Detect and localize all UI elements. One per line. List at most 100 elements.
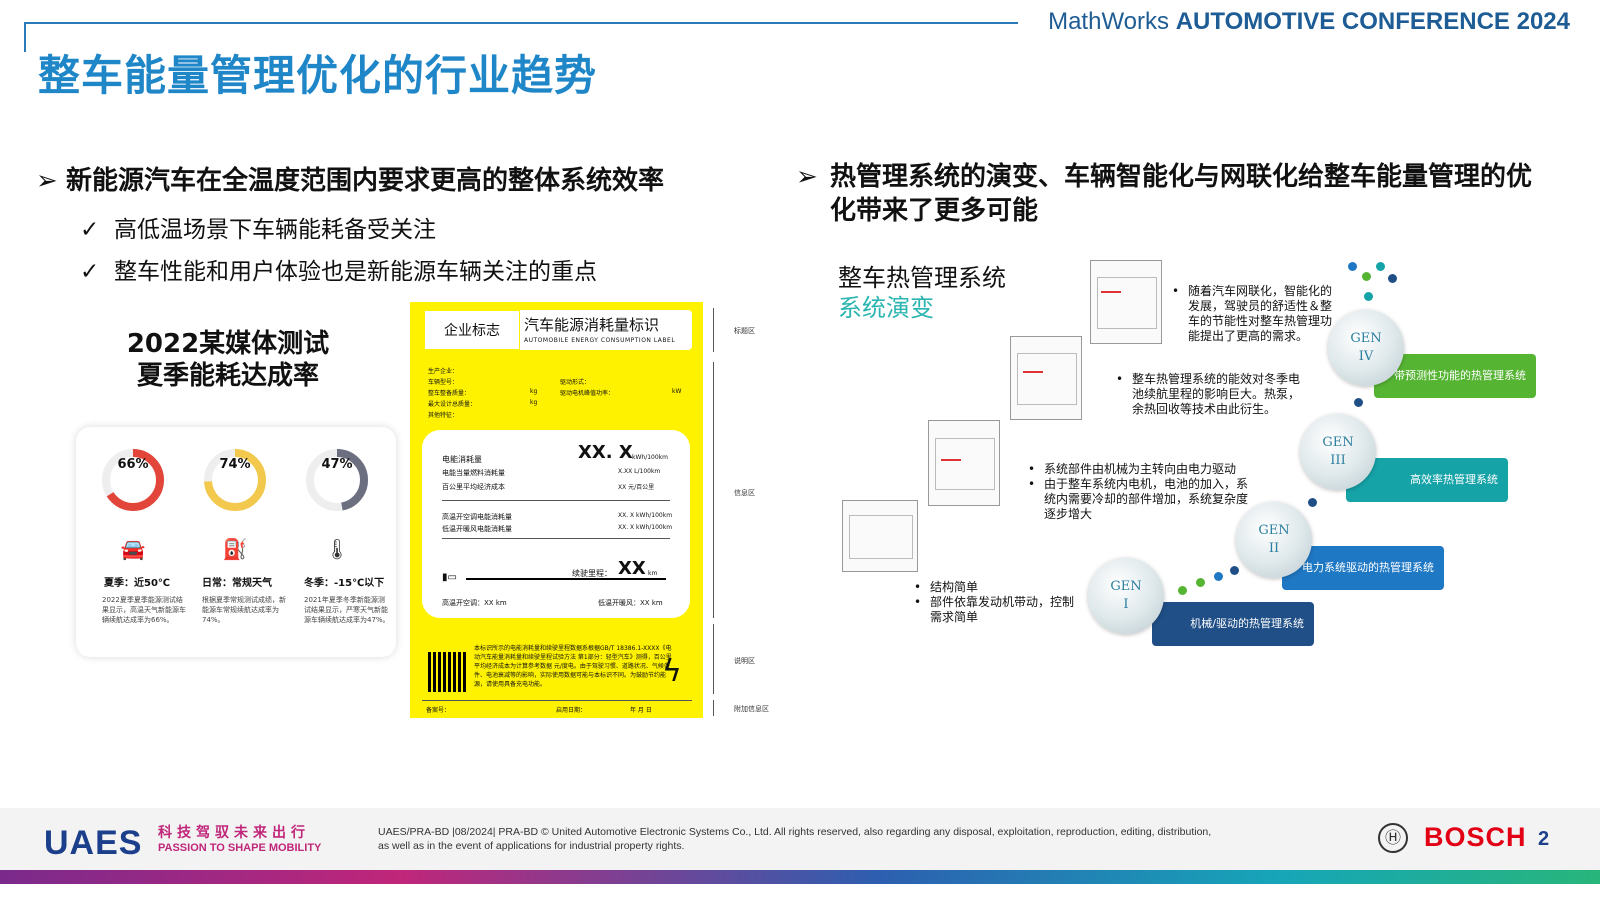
bosch-armature-icon: Ⓗ [1378,823,1408,853]
gen3-points: 整车热管理系统的能效对冬季电池续航里程的影响巨大。热泵，余热回收等技术由此衍生。 [1114,372,1304,417]
label-cold-range: 低温开暖风：XX km [598,599,663,607]
check-icon: ✓ [80,217,100,243]
left-bullet: ✓高低温场景下车辆能耗备受关注 [80,217,436,243]
label-field: 生产企业： [428,368,459,375]
arrow-bullet-icon: ➢ [36,166,58,196]
check-icon: ✓ [80,259,100,285]
battery-icon: ▮▭ [442,572,457,583]
label-range-unit: km [648,570,658,577]
thermometer-icon: 🌡 [324,537,350,561]
gen-point: 由于整车系统内电机，电池的加入，系统内需要冷却的部件增加，系统复杂度逐步增大 [1026,477,1258,522]
label-row-key: 高温开空调电能消耗量 [442,513,512,521]
label-area-tag: 附加信息区 [734,705,769,713]
uaes-slogan-cn: 科技驾驭未来出行 [158,825,310,841]
label-unit: kg [530,399,538,406]
label-data-box: 电能消耗量 XX. X kWh/100km 电能当量燃料消耗量 X.XX L/1… [422,430,690,618]
ring-chart-winter [306,449,368,511]
decor-dot [1388,274,1397,283]
decor-dot [1354,398,1363,407]
decor-dot [1364,292,1373,301]
copyright: UAES/PRA-BD |08/2024| PRA-BD © United Au… [378,826,1212,852]
label-footer-key: 备案号： [426,707,451,714]
ring-head: 日常：常规天气 [202,578,272,589]
decor-dot [1376,262,1385,271]
gen1-points: 结构简单 部件依靠发动机带动，控制需求简单 [912,580,1078,625]
uaes-logo: UAES [44,824,143,862]
label-row-value: X.XX L/100km [618,468,661,475]
label-area-tag: 标题区 [734,327,755,335]
brace [708,308,714,352]
gen1-bar: 机械/驱动的热管理系统 [1152,602,1314,646]
footer-color-band [0,870,1600,884]
bosch-logo: BOSCH [1424,822,1527,852]
decor-dot [1348,262,1357,271]
brace [708,362,714,618]
uaes-slogan-en: PASSION TO SHAPE MOBILITY [158,842,322,854]
arrow-bullet-icon: ➢ [796,162,818,192]
label-unit: kW [672,388,682,395]
label-field: 整车整备质量： [428,390,471,397]
label-area-tag: 说明区 [734,657,755,665]
gen-point: 随着汽车网联化，智能化的发展，驾驶员的舒适性＆整车的节能性对整车热管理功能提出了… [1170,284,1338,344]
brace [708,700,714,716]
conference-name: MathWorks AUTOMOTIVE CONFERENCE 2024 [1048,8,1570,35]
label-field: 最大设计总质量： [428,401,477,408]
label-field: 驱动形式： [560,379,591,386]
label-hot-range: 高温开空调：XX km [442,599,507,607]
schematic-gen3 [1010,336,1082,420]
ring-head: 夏季：近50℃ [104,578,171,589]
label-name: 汽车能源消耗量标识 [524,316,660,334]
ring-value: 74% [219,457,251,472]
ring-desc: 2022夏季夏季能源测试结果显示，高温天气新能源车辆续航达成率为66%。 [102,596,186,624]
label-name-en: AUTOMOBILE ENERGY CONSUMPTION LABEL [524,337,676,344]
label-main-key: 电能消耗量 [442,455,482,464]
ring-value: 47% [321,457,353,472]
gen-point: 部件依靠发动机带动，控制需求简单 [912,595,1078,625]
label-logo-box: 企业标志 [424,310,520,350]
decor-dot [1230,566,1239,575]
energy-achievement-card: 66% 🚘 夏季：近50℃ 2022夏季夏季能源测试结果显示，高温天气新能源车辆… [76,427,396,657]
label-unit: kg [530,388,538,395]
decor-dot [1362,272,1371,281]
right-heading: ➢热管理系统的演变、车辆智能化与网联化给整车能量管理的优化带来了更多可能 [796,162,1533,226]
label-field: 车辆型号： [428,379,459,386]
ring-head: 冬季：-15℃以下 [304,578,385,589]
schematic-gen1 [842,500,918,572]
slide-title: 整车能量管理优化的行业趋势 [38,51,598,100]
brace [708,624,714,694]
label-divider [442,500,670,501]
ring-arc [306,449,368,511]
lightning-icon: ϟ [662,654,682,689]
header-rule-vertical [24,22,26,52]
ring-chart-daily [204,449,266,511]
left-bullet: ✓整车性能和用户体验也是新能源车辆关注的重点 [80,259,597,285]
range-bar [466,578,666,580]
label-row-key: 百公里平均经济成本 [442,483,505,491]
media-test-title: 2022某媒体测试 夏季能耗达成率 [126,329,330,391]
car-charging-icon: 🚘 [120,537,146,561]
energy-consumption-label: 企业标志 汽车能源消耗量标识 AUTOMOBILE ENERGY CONSUMP… [410,302,703,718]
label-main-value: XX. X [578,442,633,463]
schematic-gen4 [1090,260,1162,344]
ring-value: 66% [117,457,149,472]
gen2-points: 系统部件由机械为主转向由电力驱动 由于整车系统内电机，电池的加入，系统内需要冷却… [1026,462,1258,522]
ring-chart-summer [102,449,164,511]
label-main-unit: kWh/100km [632,454,669,461]
thermal-subtitle: 系统演变 [838,294,934,322]
label-row-key: 电能当量燃料消耗量 [442,469,505,477]
gen-point: 整车热管理系统的能效对冬季电池续航里程的影响巨大。热泵，余热回收等技术由此衍生。 [1114,372,1304,417]
qr-code-icon [428,652,468,692]
label-area-tag: 信息区 [734,489,755,497]
label-header: 企业标志 汽车能源消耗量标识 AUTOMOBILE ENERGY CONSUMP… [424,310,692,350]
gen-point: 系统部件由机械为主转向由电力驱动 [1026,462,1258,477]
header-rule [24,22,1018,24]
label-footer-date: 年 月 日 [630,707,652,714]
label-row-value: XX. X kWh/100km [618,524,673,531]
label-range-key: 续驶里程： [572,569,612,578]
label-range-value: XX [618,558,646,579]
ring-arc [102,449,164,511]
left-heading: ➢新能源汽车在全温度范围内要求更高的整体系统效率 [36,166,665,196]
label-divider [422,700,692,701]
